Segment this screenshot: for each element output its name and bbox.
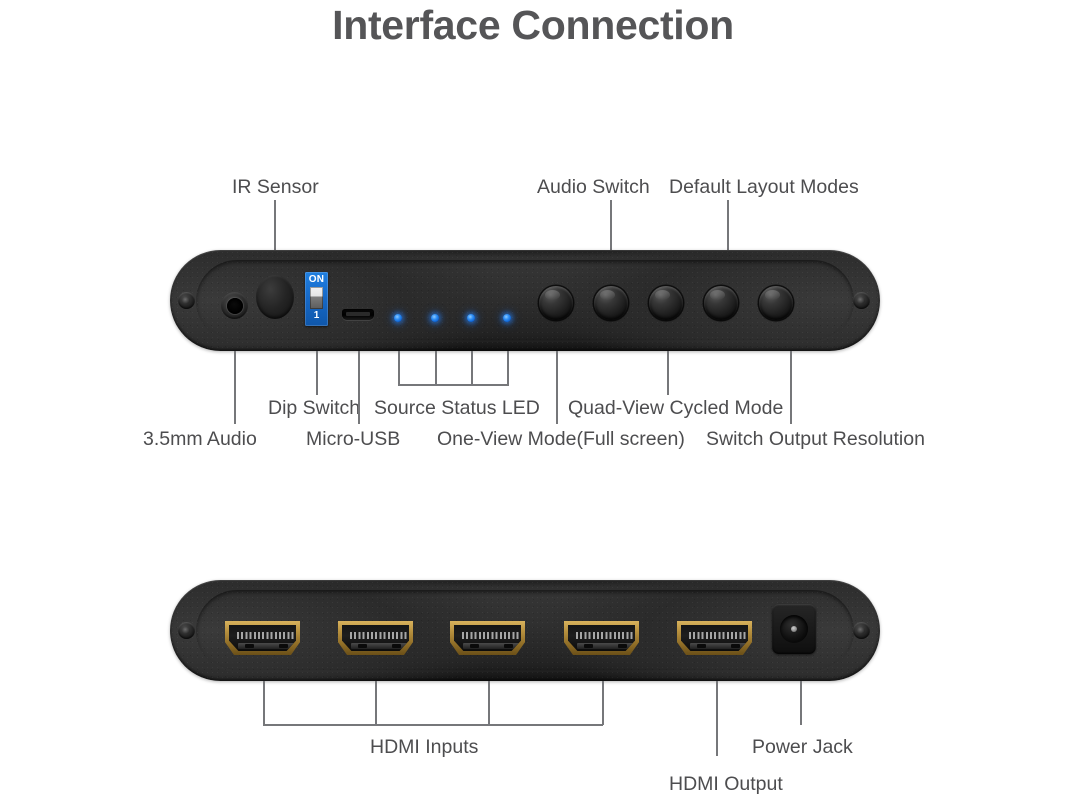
label-hdmi-output: HDMI Output xyxy=(669,773,783,795)
leader-hdmi-input-1 xyxy=(263,681,265,725)
label-quad-view-cycled-mode: Quad-View Cycled Mode xyxy=(568,397,784,419)
leader-switch-output-resolution xyxy=(790,351,792,424)
label-switch-output-resolution: Switch Output Resolution xyxy=(706,428,925,450)
power-jack-connector[interactable] xyxy=(772,604,816,654)
leader-micro-usb xyxy=(358,351,360,424)
leader-dip-switch xyxy=(316,351,318,395)
leader-one-view-mode xyxy=(556,351,558,424)
label-ir-sensor: IR Sensor xyxy=(232,176,319,198)
button-one-view-mode[interactable] xyxy=(594,286,628,320)
leader-hdmi-input-4 xyxy=(602,681,604,725)
label-audio-switch: Audio Switch xyxy=(537,176,650,198)
label-default-layout-modes: Default Layout Modes xyxy=(669,176,859,198)
leader-default-layout-modes xyxy=(727,200,729,287)
label-micro-usb: Micro-USB xyxy=(306,428,401,450)
rear-mounting-screw-left xyxy=(178,622,195,639)
dip-switch-slider[interactable] xyxy=(310,287,323,309)
audio-jack-3-5mm[interactable] xyxy=(221,292,248,319)
leader-hdmi-input-3 xyxy=(488,681,490,725)
hdmi-input-port-1[interactable] xyxy=(225,621,300,655)
button-switch-output-resolution[interactable] xyxy=(759,286,793,320)
dip-switch-on-label: ON xyxy=(308,274,325,285)
mounting-screw-right xyxy=(853,292,870,309)
front-panel-face xyxy=(196,260,854,342)
hdmi-input-port-2[interactable] xyxy=(338,621,413,655)
rear-panel-device xyxy=(170,580,880,681)
page-title: Interface Connection xyxy=(332,2,734,48)
hdmi-input-port-4[interactable] xyxy=(564,621,639,655)
hdmi-pins xyxy=(576,632,635,639)
hdmi-tongue xyxy=(577,643,634,649)
leader-hdmi-input-2 xyxy=(375,681,377,725)
hdmi-tongue xyxy=(238,643,295,649)
status-led-4 xyxy=(503,314,511,322)
mounting-screw-left xyxy=(178,292,195,309)
leader-audio-3-5mm xyxy=(234,351,236,424)
dip-switch-number-label: 1 xyxy=(313,310,320,321)
label-hdmi-inputs: HDMI Inputs xyxy=(370,736,479,758)
hdmi-pins xyxy=(237,632,296,639)
leader-power-jack xyxy=(800,681,802,725)
hdmi-tongue xyxy=(463,643,520,649)
ir-sensor-window xyxy=(256,275,294,319)
hdmi-tongue xyxy=(351,643,408,649)
hdmi-input-port-3[interactable] xyxy=(450,621,525,655)
bracket-source-status-led xyxy=(398,384,509,386)
label-dip-switch: Dip Switch xyxy=(268,397,361,419)
rear-mounting-screw-right xyxy=(853,622,870,639)
leader-quad-view-cycled-mode xyxy=(667,351,669,395)
hdmi-tongue xyxy=(690,643,747,649)
button-quad-view-cycled-mode[interactable] xyxy=(649,286,683,320)
label-3-5mm-audio: 3.5mm Audio xyxy=(143,428,257,450)
label-power-jack: Power Jack xyxy=(752,736,853,758)
button-audio-switch[interactable] xyxy=(539,286,573,320)
leader-ir-sensor xyxy=(274,200,276,274)
leader-hdmi-output xyxy=(716,681,718,756)
label-source-status-led: Source Status LED xyxy=(374,397,540,419)
leader-led-3 xyxy=(471,351,473,385)
leader-led-2 xyxy=(435,351,437,385)
dip-switch[interactable]: ON 1 xyxy=(305,272,328,326)
bracket-hdmi-inputs xyxy=(263,724,603,726)
hdmi-output-port[interactable] xyxy=(677,621,752,655)
status-led-2 xyxy=(431,314,439,322)
status-led-1 xyxy=(394,314,402,322)
leader-audio-switch xyxy=(610,200,612,287)
leader-led-4 xyxy=(507,351,509,385)
hdmi-pins xyxy=(689,632,748,639)
hdmi-pins xyxy=(350,632,409,639)
button-default-layout-modes[interactable] xyxy=(704,286,738,320)
status-led-3 xyxy=(467,314,475,322)
label-one-view-mode: One-View Mode(Full screen) xyxy=(437,428,685,450)
hdmi-pins xyxy=(462,632,521,639)
leader-led-1 xyxy=(398,351,400,385)
micro-usb-port[interactable] xyxy=(342,309,374,320)
